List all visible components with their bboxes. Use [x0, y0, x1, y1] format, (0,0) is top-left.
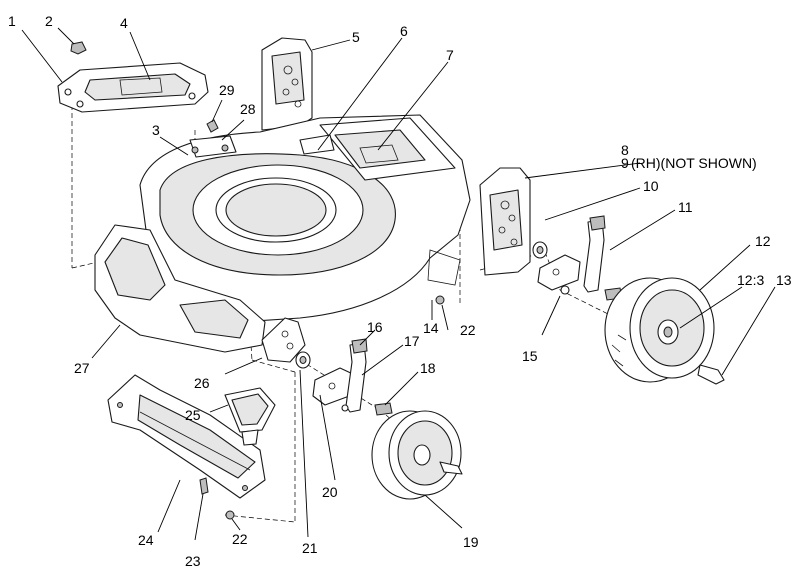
callout-12-3: 12:3 [737, 272, 764, 288]
callout-7: 7 [446, 47, 454, 63]
part-axle-plate-right [537, 254, 581, 291]
part-nut-2 [70, 41, 87, 55]
callout-18: 18 [420, 360, 436, 376]
callout-8: 8 [621, 142, 629, 158]
leader-lines [21, 27, 776, 541]
part-height-adjuster-top [261, 37, 313, 131]
callout-3: 3 [152, 122, 160, 138]
part-spring-lever-right [583, 215, 606, 293]
callout-13: 13 [776, 272, 792, 288]
part-height-adjuster-front [261, 317, 306, 363]
callout-22-top: 22 [460, 322, 476, 338]
callout-24: 24 [138, 532, 154, 548]
callout-6: 6 [400, 23, 408, 39]
part-rear-skirt [94, 224, 461, 353]
callout-21: 21 [302, 540, 318, 556]
callout-9: 9 [621, 155, 629, 171]
part-bolt-29 [206, 119, 219, 133]
callout-17: 17 [404, 333, 420, 349]
part-shoulder-bolt-18 [341, 402, 393, 416]
callout-20: 20 [322, 484, 338, 500]
part-washer-right [532, 241, 548, 259]
callout-1: 1 [8, 13, 16, 29]
part-wheel-bolt-13 [697, 364, 725, 385]
callout-9-note: (RH)(NOT SHOWN) [631, 155, 757, 171]
callout-27: 27 [74, 360, 90, 376]
callout-labels: 1 2 3 4 5 6 7 8 9 (RH)(NOT SHOWN) 10 11 … [8, 13, 792, 569]
part-chute-25 [224, 387, 276, 446]
part-mower-deck [139, 114, 471, 323]
callout-26: 26 [194, 375, 210, 391]
callout-2: 2 [45, 13, 53, 29]
callout-29: 29 [219, 82, 235, 98]
callout-14: 14 [423, 320, 439, 336]
callout-11: 11 [678, 199, 693, 215]
callout-15: 15 [522, 348, 538, 364]
callout-4: 4 [120, 15, 128, 31]
part-height-adjuster-right [479, 167, 531, 276]
part-washer-21 [295, 351, 311, 369]
part-spring-lever-front [345, 338, 368, 413]
part-nut-15 [560, 285, 570, 295]
part-nut-22-top [435, 295, 445, 305]
callout-10: 10 [643, 178, 659, 194]
part-screw-23 [199, 477, 209, 495]
part-right-wheel [604, 277, 715, 383]
callout-22-bottom: 22 [232, 531, 248, 547]
part-cover-plate [57, 62, 209, 113]
callout-16: 16 [367, 319, 383, 335]
callout-12: 12 [755, 233, 771, 249]
callout-25: 25 [185, 407, 201, 423]
part-front-skirt [107, 374, 266, 499]
part-front-wheel [371, 410, 463, 500]
callout-28: 28 [240, 101, 256, 117]
part-nut-22-bottom [225, 510, 235, 520]
callout-19: 19 [463, 534, 479, 550]
callout-23: 23 [185, 553, 201, 569]
callout-5: 5 [352, 29, 360, 45]
